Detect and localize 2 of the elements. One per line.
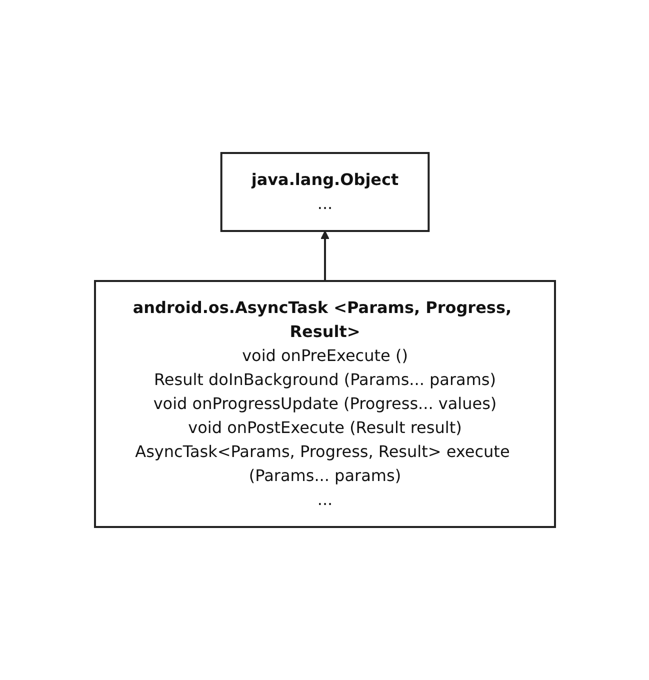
- node-box: android.os.AsyncTask <Params, Progress, Result> void onPreExecute () Result doInBackground (Params... params) void onProgressUpdate (Progress... values) void onPostExecute (Result result) AsyncTask<Params, Progress, Result> execute (Params... params) ...: [94, 280, 556, 528]
- arrow: [320, 230, 329, 281]
